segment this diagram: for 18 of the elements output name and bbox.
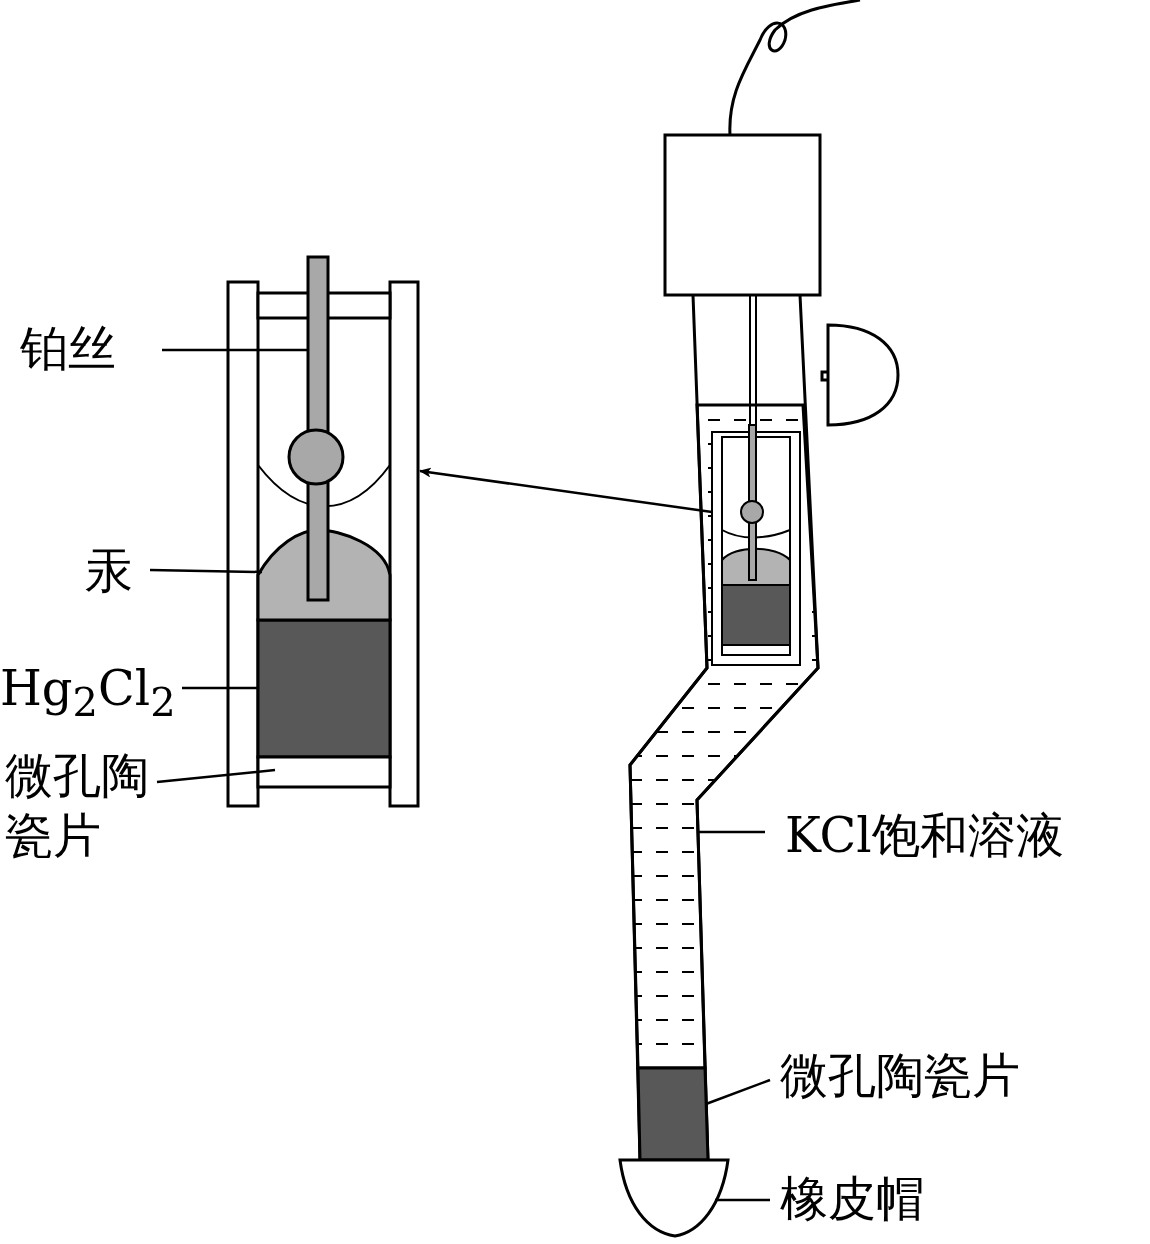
part-label: 微孔陶瓷片 [5,745,155,865]
part-label: 微孔陶瓷片 [780,1045,1110,1105]
inner-electrode-drawing [711,424,801,666]
leader-line [162,348,308,352]
part-label: 橡皮帽 [780,1168,980,1228]
part-label: 汞 [85,540,155,600]
leader-line [705,1078,771,1106]
leader-line [182,686,258,690]
leader-line [156,768,276,784]
part-label: Hg$_{2}$Cl$_{2}$ [0,658,185,732]
part-label: KCl饱和溶液 [785,805,1145,865]
rubber-cap [618,1158,730,1238]
arrow [419,467,713,514]
leader-line [697,830,765,834]
porous-ceramic-plug [636,1066,710,1162]
leader-line [715,1198,770,1202]
leader-line [149,568,263,574]
part-label: 铂丝 [20,318,180,378]
